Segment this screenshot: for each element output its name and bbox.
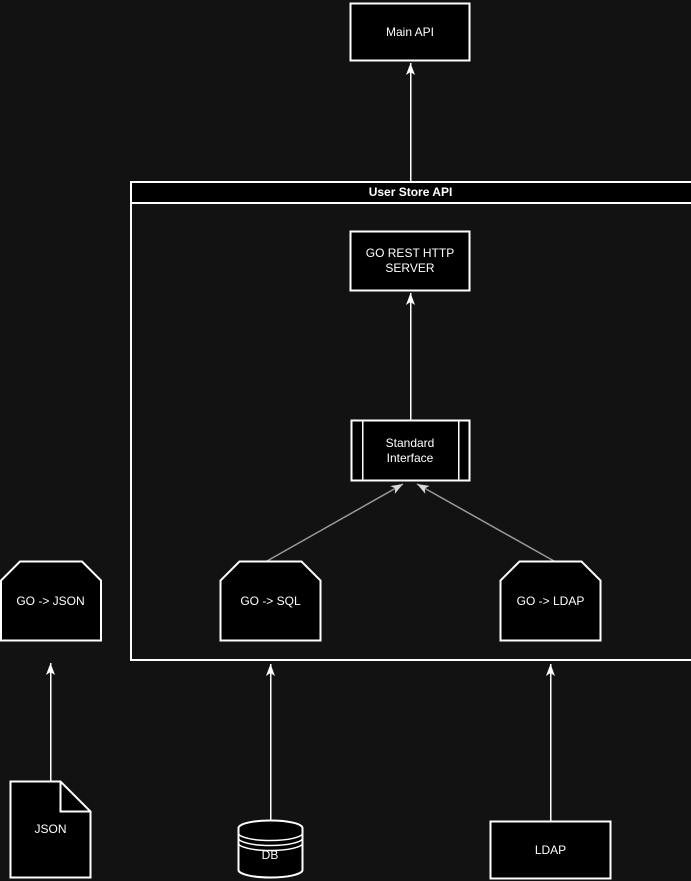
json-document-shape bbox=[9, 780, 92, 879]
ldap-store-node bbox=[489, 820, 612, 880]
db-cylinder-shape bbox=[237, 819, 304, 879]
go-sql-node bbox=[219, 560, 322, 642]
main-api-node bbox=[349, 2, 471, 62]
standard-interface-node bbox=[350, 419, 471, 482]
go-json-node bbox=[0, 560, 102, 642]
user-store-api-container bbox=[130, 181, 691, 661]
go-rest-http-server-node bbox=[349, 230, 471, 292]
edge-goldap-to-stdinterface bbox=[416, 483, 555, 562]
go-ldap-node bbox=[499, 560, 602, 642]
user-store-api-titlebar bbox=[130, 181, 691, 204]
edge-gosql-to-stdinterface bbox=[266, 483, 404, 562]
